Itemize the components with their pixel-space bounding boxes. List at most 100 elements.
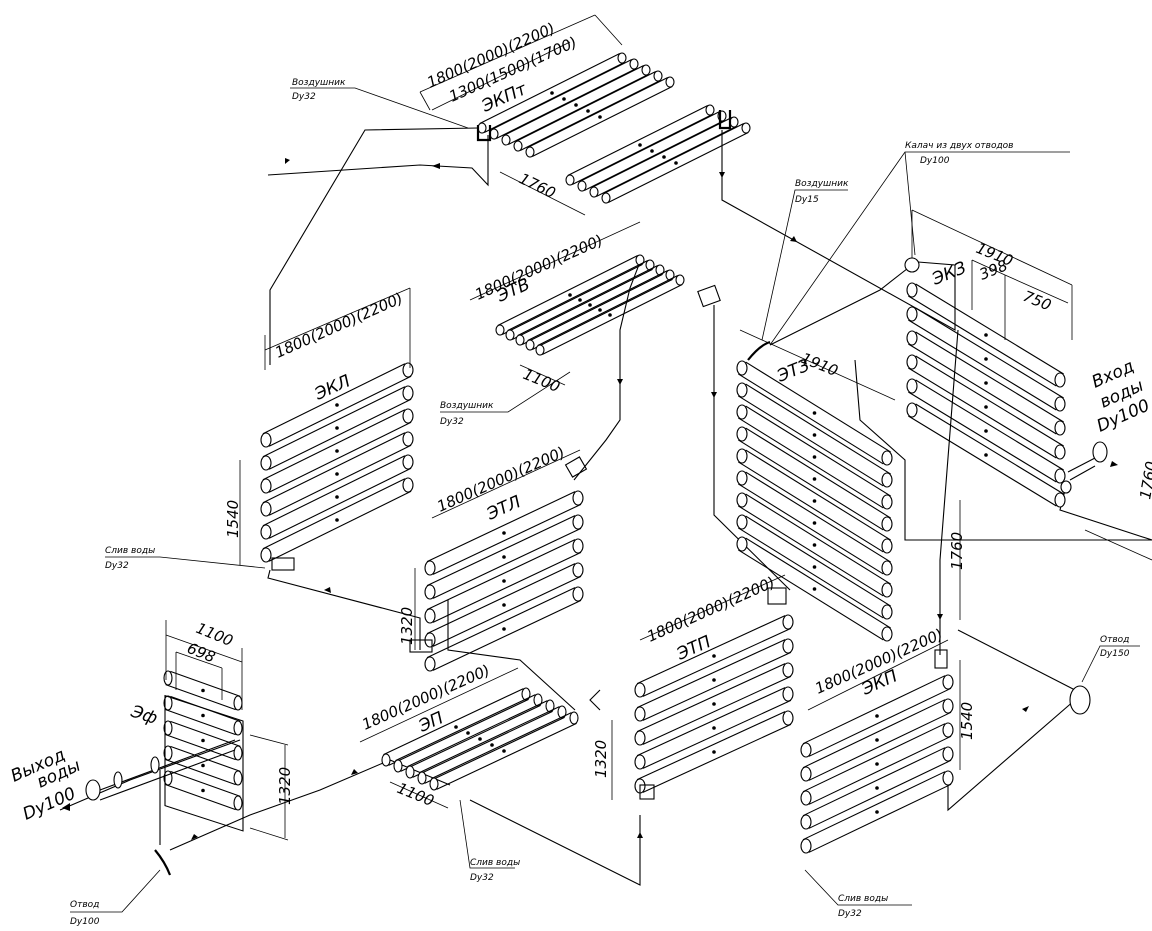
- callout-sliv-left: Слив воды Dу32: [105, 546, 266, 571]
- flow-arrows: [62, 158, 1118, 840]
- ekz-tube: [906, 282, 1066, 388]
- unit-ekpt: 1800(2000)(2200) 1300(1500)(1700) ЭКПт 1…: [419, 14, 751, 216]
- ep-tube: [429, 711, 579, 791]
- water-inlet-label: Вход воды Dу100: [1089, 356, 1152, 436]
- unit-etp: 1800(2000)(2200) ЭТП 1320: [592, 573, 794, 800]
- unit-ekl: 1800(2000)(2200) ЭКЛ 1540: [224, 287, 414, 571]
- ep-name: ЭП: [415, 708, 447, 737]
- callout-otvod-left-sub: Dу100: [70, 917, 100, 927]
- etz-tube: [736, 470, 893, 576]
- etp-tube: [634, 662, 794, 746]
- callouts: Воздушник Dу32 Калач из двух отводов Dу1…: [70, 78, 1140, 927]
- callout-kalach-sub: Dу100: [920, 156, 950, 166]
- ekp-tube: [800, 746, 954, 830]
- callout-sliv-bottom-sub: Dу32: [470, 873, 494, 883]
- ekl-tube: [260, 477, 414, 563]
- ekpt-tube: [525, 76, 675, 158]
- callout-vozd-top-sub: Dу32: [292, 92, 316, 102]
- etz-tube: [736, 492, 893, 598]
- ekp-dim-height: 1540: [958, 702, 976, 740]
- ep-tube: [405, 699, 555, 779]
- etz-tube: [736, 448, 893, 554]
- callout-vozd-mid-sub: Dу32: [440, 417, 464, 427]
- callout-kalach-title: Калач из двух отводов: [905, 141, 1013, 151]
- etz-dim-height: 1760: [948, 532, 966, 570]
- unit-etl: 1800(2000)(2200) ЭТЛ 1320: [398, 443, 588, 672]
- etl-dim-height: 1320: [398, 607, 416, 645]
- ekpt-tube: [577, 110, 727, 192]
- ep-tube: [393, 693, 543, 773]
- ef-tube: [163, 670, 243, 711]
- ekpt-tube: [489, 58, 639, 140]
- ekpt-tube: [513, 70, 663, 152]
- etp-tube: [634, 686, 794, 770]
- callout-vozd-top: Воздушник Dу32: [290, 78, 469, 129]
- etp-tube: [634, 638, 794, 722]
- etl-tube: [424, 586, 584, 672]
- etz-tube: [736, 536, 893, 642]
- water-outlet-label: Выход воды Dу100: [8, 745, 84, 825]
- ep-tube: [417, 705, 567, 785]
- unit-ekz: 1910 ЭКЗ 398 750 1760: [904, 209, 1152, 561]
- callout-otvod-left: Отвод Dу100: [70, 869, 161, 927]
- etv-tube: [495, 254, 645, 336]
- ekpt-tube: [589, 116, 739, 198]
- ekl-tube: [260, 408, 414, 494]
- ef-dim-height: 1320: [276, 767, 294, 805]
- callout-vozd-mid-title: Воздушник: [440, 401, 494, 411]
- ekl-dim-a: 1800(2000)(2200): [272, 289, 405, 362]
- callout-otvod-right-title: Отвод: [1100, 635, 1129, 645]
- ekl-tube: [260, 431, 414, 517]
- callout-sliv-right: Слив воды Dу32: [804, 869, 912, 919]
- ekz-tube: [906, 354, 1066, 460]
- etl-tube: [424, 562, 584, 648]
- ekpt-tube: [477, 52, 627, 134]
- ekp-tube: [800, 698, 954, 782]
- callout-sliv-left-title: Слив воды: [105, 546, 155, 556]
- ekp-tube: [800, 770, 954, 854]
- ef-tube: [163, 745, 243, 786]
- ekz-tube: [906, 330, 1066, 436]
- etp-tube: [634, 614, 794, 698]
- etv-tube: [525, 269, 675, 351]
- etl-tube: [424, 490, 584, 576]
- etp-dim-height: 1320: [592, 740, 610, 778]
- callout-vozd-mid: Воздушник Dу32: [440, 371, 571, 427]
- piping-lines: [59, 127, 1152, 886]
- ekl-tube: [260, 362, 414, 448]
- unit-ekp: 1800(2000)(2200) ЭКП 1540: [800, 625, 976, 854]
- callout-otvod-right: Отвод Dу150: [1081, 635, 1140, 683]
- ekpt-tube: [501, 64, 651, 146]
- ekl-tube: [260, 454, 414, 540]
- ekz-tube: [906, 378, 1066, 484]
- ekl-dim-height: 1540: [224, 500, 242, 538]
- etv-tube: [535, 274, 685, 356]
- ekp-tube: [800, 674, 954, 758]
- ep-tube: [381, 687, 531, 767]
- ekpt-dim-depth: 1760: [516, 169, 558, 202]
- ef-tube: [163, 720, 243, 761]
- etl-tube: [424, 538, 584, 624]
- etp-name: ЭТП: [673, 632, 714, 665]
- etl-tube: [424, 514, 584, 600]
- inlet-flange: [1060, 441, 1108, 715]
- callout-otvod-right-sub: Dу150: [1100, 649, 1130, 659]
- callout-vozd-15-title: Воздушник: [795, 179, 849, 189]
- etp-dim-a: 1800(2000)(2200): [644, 573, 777, 646]
- callout-sliv-right-sub: Dу32: [838, 909, 862, 919]
- svg-text:Dу100: Dу100: [20, 784, 79, 825]
- etz-tube: [736, 426, 893, 532]
- callout-vozd-top-title: Воздушник: [292, 78, 346, 88]
- ef-tube: [163, 770, 243, 811]
- ekpt-tube: [601, 122, 751, 204]
- callout-kalach: Калач из двух отводов Dу100: [769, 141, 1070, 346]
- etl-name: ЭТЛ: [483, 492, 524, 525]
- etz-name: ЭТЗ: [773, 356, 812, 387]
- ekpt-tube: [565, 104, 715, 186]
- callout-sliv-bottom: Слив воды Dу32: [459, 799, 520, 883]
- etp-tube: [634, 710, 794, 794]
- etz-tube: [736, 514, 893, 620]
- etz-tube: [736, 404, 893, 510]
- ekz-tube: [906, 306, 1066, 412]
